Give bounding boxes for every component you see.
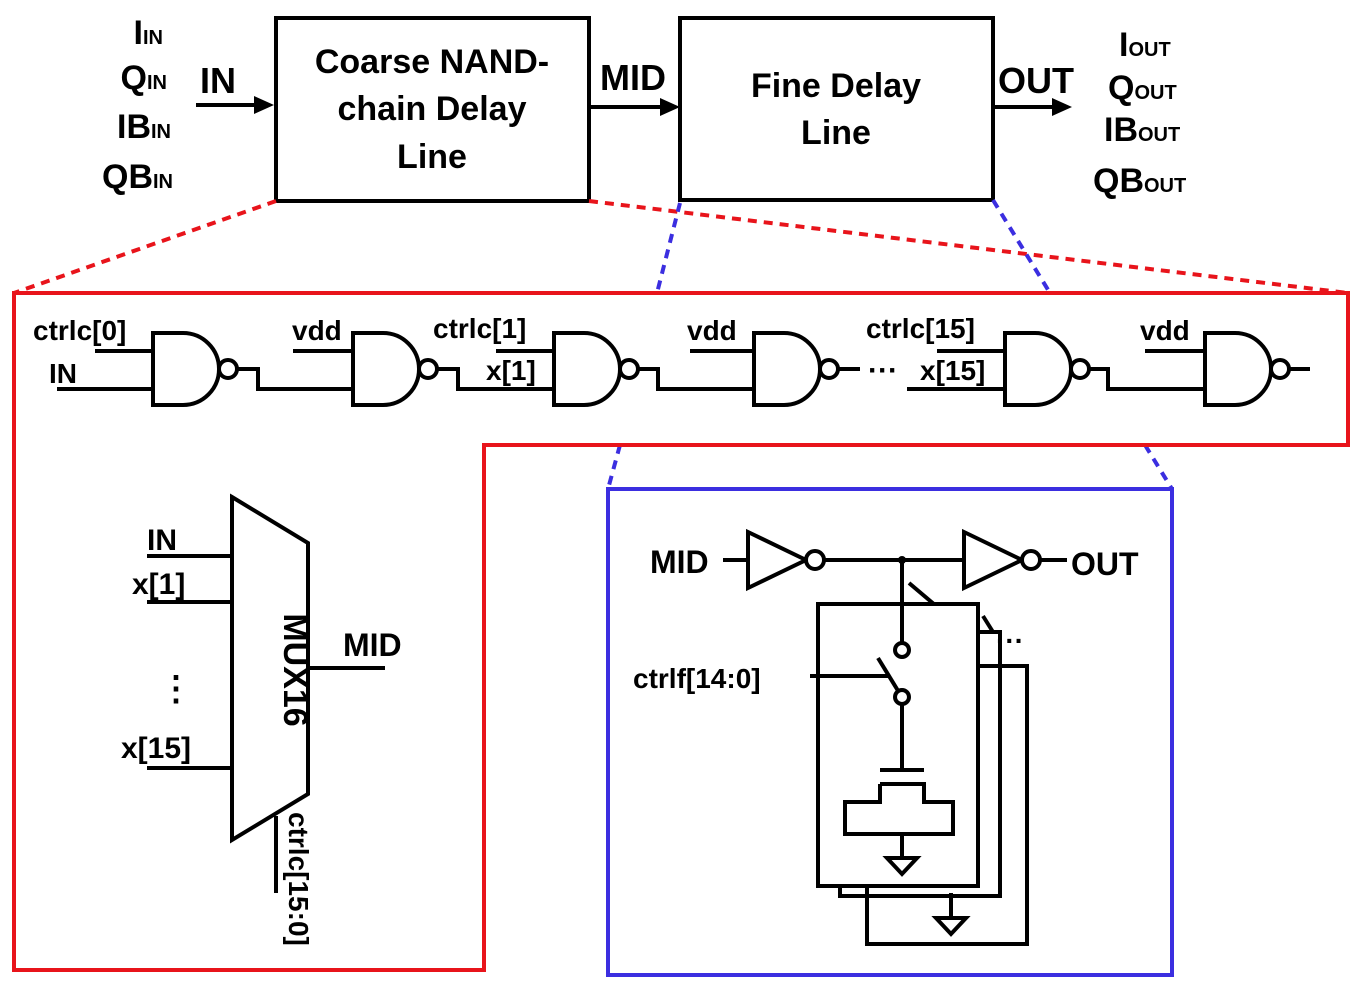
mux-body	[230, 493, 310, 844]
mux-select-label: ctrlc[15:0]	[283, 812, 314, 946]
mux16: MUX16 IN x[1] ⋮ x[15] MID ctrlc[15:0]	[121, 493, 402, 946]
coarse-delay-block	[274, 16, 591, 203]
wire	[907, 581, 937, 607]
output-i: IOUT	[1119, 26, 1171, 64]
switch-bottom-contact	[893, 688, 911, 706]
label-vdd-1: vdd	[292, 315, 342, 346]
mux-ellipsis: ⋮	[159, 670, 193, 708]
nand-gate-3	[552, 331, 640, 407]
coarse-zoom-right-connector	[588, 199, 1349, 295]
wire	[638, 367, 754, 391]
nand-gate-1	[151, 331, 239, 407]
label-vdd-2: vdd	[687, 315, 737, 346]
coarse-zoom-left-connector	[13, 199, 277, 295]
label-vdd-3: vdd	[1140, 315, 1190, 346]
fine-zoom-top-right-connector	[991, 198, 1052, 295]
label-ctrlc0: ctrlc[0]	[33, 315, 126, 346]
coarse-block-line3: Line	[397, 138, 467, 176]
nand-gate-4	[752, 331, 840, 407]
output-ib: IBOUT	[1104, 111, 1180, 149]
coarse-detail-outline	[12, 291, 1350, 972]
fine-delay-block	[678, 16, 995, 202]
out-arrow-label: OUT	[998, 60, 1074, 101]
label-ctrlc15: ctrlc[15]	[866, 313, 975, 344]
nand-gate-6	[1203, 331, 1291, 407]
mid-arrow-head	[660, 98, 680, 116]
inverter-1-bubble	[804, 549, 826, 571]
inverter-2	[962, 528, 1027, 592]
wire	[1089, 367, 1205, 391]
input-ib: IBIN	[117, 108, 171, 146]
fine-zoom-top-left-connector	[655, 202, 682, 294]
mux-in-x15: x[15]	[121, 732, 191, 765]
fine-block-line2: Line	[801, 114, 871, 152]
switch-top-contact	[893, 641, 911, 659]
fine-block-line1: Fine Delay	[751, 67, 921, 105]
label-chain-in: IN	[49, 358, 77, 389]
out-arrow-head	[1052, 98, 1072, 116]
coarse-block-line2: chain Delay	[338, 90, 527, 128]
input-q: QIN	[121, 59, 167, 97]
inverter-2-bubble	[1020, 549, 1042, 571]
wire	[437, 367, 554, 391]
fine-zoom-bottom-left-connector	[606, 444, 622, 490]
in-arrow-head	[254, 96, 274, 114]
ground-icon	[931, 916, 971, 937]
mux-in-x1: x[1]	[132, 568, 185, 601]
chain-ellipsis: ···	[868, 354, 898, 387]
input-signal-list: IIN QIN IBIN QBIN	[102, 14, 173, 196]
nand-gate-2	[351, 331, 439, 407]
fine-ctrl-label: ctrlf[14:0]	[633, 663, 761, 694]
fine-detail-outline	[606, 487, 1174, 977]
label-ctrlc1: ctrlc[1]	[433, 313, 526, 344]
label-x1: x[1]	[486, 355, 536, 386]
coarse-block-line1: Coarse NAND-	[315, 43, 549, 81]
wire	[237, 367, 353, 391]
input-qb: QBIN	[102, 158, 173, 196]
mux-in-in: IN	[147, 524, 177, 557]
input-i: IIN	[134, 14, 163, 52]
fine-zoom-bottom-right-connector	[1143, 443, 1174, 491]
label-x15: x[15]	[920, 355, 985, 386]
fine-delay-circuit: ··· MID OUT ctrlf[14:0]	[633, 528, 1139, 946]
output-q: QOUT	[1108, 69, 1177, 107]
nand-chain: ctrlc[0] IN vdd ctrlc[1] x[1] vdd ··· ct…	[33, 313, 1310, 407]
ground-icon	[882, 856, 922, 877]
cell-stack-ellipsis: ···	[996, 625, 1024, 656]
in-arrow-label: IN	[200, 60, 236, 101]
mos-capacitor	[843, 782, 955, 836]
inverter-1	[746, 528, 811, 592]
mid-arrow-label: MID	[600, 57, 666, 98]
output-qb: QBOUT	[1093, 162, 1186, 200]
nand-gate-5	[1003, 331, 1091, 407]
fine-in-mid: MID	[650, 544, 709, 580]
output-signal-list: IOUT QOUT IBOUT QBOUT	[1093, 26, 1186, 200]
mux-name: MUX16	[276, 613, 314, 726]
wire	[981, 614, 995, 634]
fine-out-out: OUT	[1071, 546, 1139, 582]
mux-out-mid: MID	[343, 627, 402, 663]
